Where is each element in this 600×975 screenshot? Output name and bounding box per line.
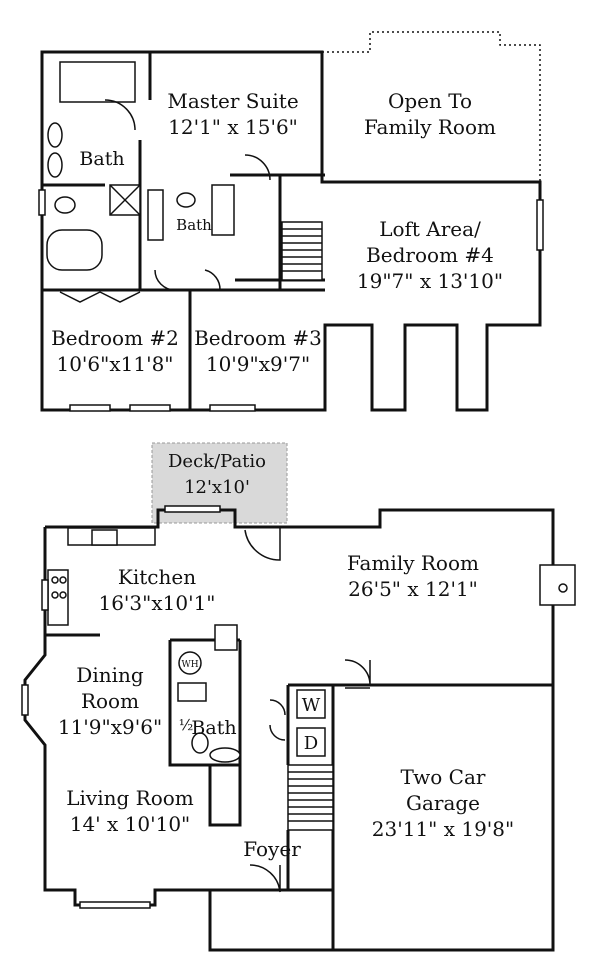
water-heater-icon xyxy=(178,651,202,675)
garage-label-line1: Two Car xyxy=(401,765,486,789)
kitchen-size: 16'3"x10'1" xyxy=(98,591,215,615)
bedroom3-size: 10'9"x9'7" xyxy=(206,352,310,376)
family-room-size: 26'5" x 12'1" xyxy=(348,577,478,601)
pantry xyxy=(214,624,238,651)
window xyxy=(69,404,111,412)
closet-bifold-door xyxy=(59,291,141,303)
door-swing xyxy=(204,269,221,291)
living-room-size: 14' x 10'10" xyxy=(70,812,191,836)
open-to-label-line2: Family Room xyxy=(364,115,496,139)
dryer-label: D xyxy=(304,733,318,754)
upper-exterior-wall xyxy=(40,50,542,412)
washer-icon xyxy=(296,689,326,719)
living-room-label: Living Room xyxy=(66,786,194,810)
upper-floor-plan xyxy=(38,31,544,412)
sink-icon xyxy=(47,152,63,178)
dryer-icon xyxy=(296,727,326,757)
front-door-swing xyxy=(249,864,281,893)
window xyxy=(41,579,49,611)
upper-stairs xyxy=(281,221,323,281)
main-floor-plan xyxy=(21,442,576,952)
bedroom3-label: Bedroom #3 xyxy=(194,326,322,350)
toilet-icon xyxy=(191,732,209,754)
family-room-label: Family Room xyxy=(347,551,479,575)
door-swing xyxy=(244,154,271,181)
master-suite-label: Master Suite xyxy=(167,89,298,113)
loft-label-line1: Loft Area/ xyxy=(379,217,481,241)
loft-label-line2: Bedroom #4 xyxy=(366,243,494,267)
kitchen-sink-icon xyxy=(91,529,118,546)
patio-door-swing xyxy=(244,527,281,561)
laundry-door-swing xyxy=(269,724,286,741)
master-bath-label: Bath xyxy=(79,148,124,170)
sink-icon xyxy=(47,122,63,148)
bathtub-icon xyxy=(46,229,103,271)
dining-label-line2: Room xyxy=(81,689,139,713)
bedroom2-label: Bedroom #2 xyxy=(51,326,179,350)
window xyxy=(209,404,256,412)
deck-label: Deck/Patio xyxy=(168,451,266,472)
washer-label: W xyxy=(302,695,321,716)
garage-label-line2: Garage xyxy=(406,791,480,815)
main-exterior-wall xyxy=(23,508,555,952)
window xyxy=(79,901,151,909)
bedroom2-size: 10'6"x11'8" xyxy=(56,352,173,376)
utility-closet xyxy=(177,682,207,702)
window xyxy=(164,505,221,513)
toilet-icon xyxy=(176,192,196,208)
dining-size: 11'9"x9'6" xyxy=(58,715,162,739)
water-heater-label: WH xyxy=(181,660,198,670)
window xyxy=(129,404,171,412)
foyer-label: Foyer xyxy=(243,837,301,861)
linen-closet xyxy=(147,189,164,241)
door-swing xyxy=(154,269,176,291)
window xyxy=(21,684,29,716)
laundry-door-swing xyxy=(269,699,286,716)
garage-size: 23'11" x 19'8" xyxy=(372,817,514,841)
door-swing xyxy=(104,99,136,131)
toilet-icon xyxy=(54,196,76,214)
master-suite-size: 12'1" x 15'6" xyxy=(168,115,298,139)
window xyxy=(38,189,46,216)
dining-label-line1: Dining xyxy=(76,663,144,687)
garage-door-swing xyxy=(344,659,371,686)
main-stairs xyxy=(287,764,334,831)
kitchen-label: Kitchen xyxy=(118,565,196,589)
sink-icon xyxy=(209,747,241,763)
master-tub-outline xyxy=(59,61,136,103)
half-bath-label: Bath xyxy=(191,717,236,739)
window xyxy=(536,199,544,251)
half-bath-fraction: ½ xyxy=(179,716,194,734)
vanity-icon xyxy=(211,184,235,236)
loft-size: 19"7" x 13'10" xyxy=(357,269,503,293)
deck-size: 12'x10' xyxy=(184,477,250,498)
fireplace-icon xyxy=(539,564,576,606)
open-to-label-line1: Open To xyxy=(388,89,472,113)
hall-bath-label: Bath xyxy=(176,216,212,234)
open-to-below-outline xyxy=(322,31,541,182)
